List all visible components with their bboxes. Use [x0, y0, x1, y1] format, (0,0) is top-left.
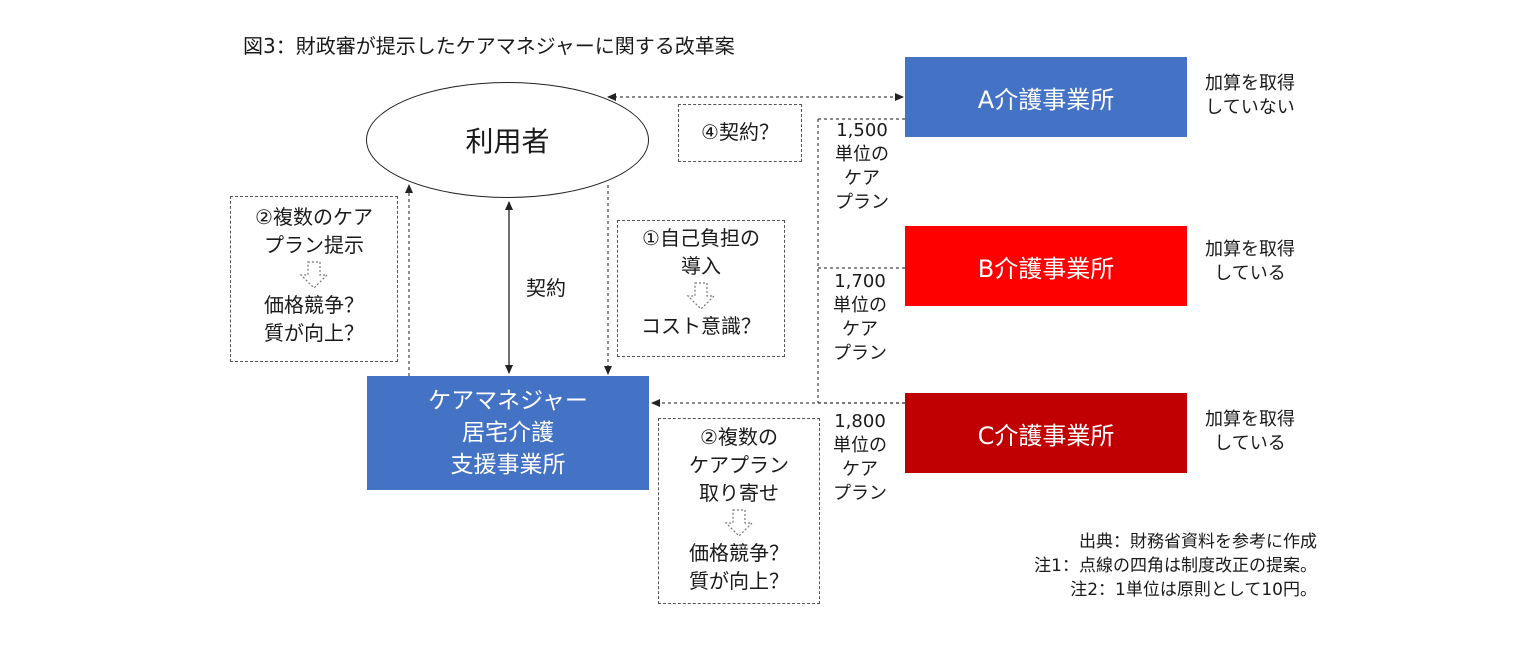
- agency-b-node: B介護事業所: [905, 226, 1187, 306]
- agency-a-note: 加算を取得 していない: [1205, 72, 1295, 120]
- units-line: プラン: [833, 343, 887, 364]
- agency-c-units: 1,800 単位の ケア プラン: [820, 410, 900, 506]
- care-manager-node: ケアマネジャー 居宅介護 支援事業所: [367, 376, 649, 490]
- proposal-text: ②複数の: [700, 425, 778, 449]
- units-line: 1,700: [834, 271, 886, 292]
- proposal-4-box: ④契約？: [678, 104, 802, 162]
- page-title: 図3：財政審が提示したケアマネジャーに関する改革案: [243, 34, 735, 58]
- note-line: 加算を取得: [1205, 73, 1295, 94]
- note-line: 加算を取得: [1205, 409, 1295, 430]
- units-line: プラン: [833, 483, 887, 504]
- proposal-text: ケアプラン: [689, 453, 789, 477]
- agency-c-note: 加算を取得 している: [1205, 408, 1295, 456]
- proposal-text: 質が向上？: [264, 321, 364, 345]
- note-line: していない: [1205, 97, 1295, 118]
- proposal-2-bottom-box: ②複数の ケアプラン 取り寄せ 価格競争？ 質が向上？: [658, 418, 820, 604]
- units-line: 単位の: [835, 144, 889, 165]
- units-line: ケア: [842, 319, 878, 340]
- units-line: 単位の: [833, 295, 887, 316]
- care-manager-line: 支援事業所: [450, 452, 566, 478]
- note-line: している: [1214, 433, 1286, 454]
- down-arrow-icon: [299, 261, 329, 289]
- care-manager-line: 居宅介護: [462, 420, 554, 446]
- proposal-text: 質が向上？: [689, 569, 789, 593]
- units-line: ケア: [842, 459, 878, 480]
- proposal-text: プラン提示: [264, 233, 364, 257]
- agency-b-units: 1,700 単位の ケア プラン: [820, 270, 900, 366]
- care-manager-line: ケアマネジャー: [428, 388, 588, 414]
- contract-label: 契約: [526, 276, 566, 300]
- proposal-1-box: ①自己負担の 導入 コスト意識？: [617, 220, 785, 357]
- user-node: 利用者: [366, 82, 649, 198]
- proposal-text: 価格競争？: [264, 293, 364, 317]
- note-line: している: [1214, 263, 1286, 284]
- down-arrow-icon: [724, 509, 754, 537]
- agency-b-note: 加算を取得 している: [1205, 238, 1295, 286]
- proposal-text: 取り寄せ: [699, 481, 779, 505]
- agency-a-units: 1,500 単位の ケア プラン: [822, 119, 902, 215]
- proposal-text: ②複数のケア: [255, 205, 373, 229]
- proposal-text: 導入: [681, 254, 721, 278]
- units-line: 1,500: [836, 120, 888, 141]
- proposal-2-left-box: ②複数のケア プラン提示 価格競争？ 質が向上？: [230, 196, 398, 362]
- units-line: プラン: [835, 192, 889, 213]
- units-line: 1,800: [834, 411, 886, 432]
- proposal-text: コスト意識？: [641, 314, 761, 338]
- agency-a-node: A介護事業所: [905, 57, 1187, 137]
- agency-c-node: C介護事業所: [905, 393, 1187, 473]
- source-line: 出典：財務省資料を参考に作成: [1079, 532, 1317, 552]
- units-line: 単位の: [833, 435, 887, 456]
- down-arrow-icon: [686, 282, 716, 310]
- units-line: ケア: [844, 168, 880, 189]
- source-notes: 出典：財務省資料を参考に作成 注1：点線の四角は制度改正の提案。 注2：1単位は…: [1034, 530, 1317, 602]
- note-1-line: 注1：点線の四角は制度改正の提案。: [1034, 556, 1317, 576]
- proposal-text: 価格競争？: [689, 541, 789, 565]
- note-2-line: 注2：1単位は原則として10円。: [1070, 580, 1317, 600]
- proposal-text: ①自己負担の: [642, 226, 760, 250]
- note-line: 加算を取得: [1205, 239, 1295, 260]
